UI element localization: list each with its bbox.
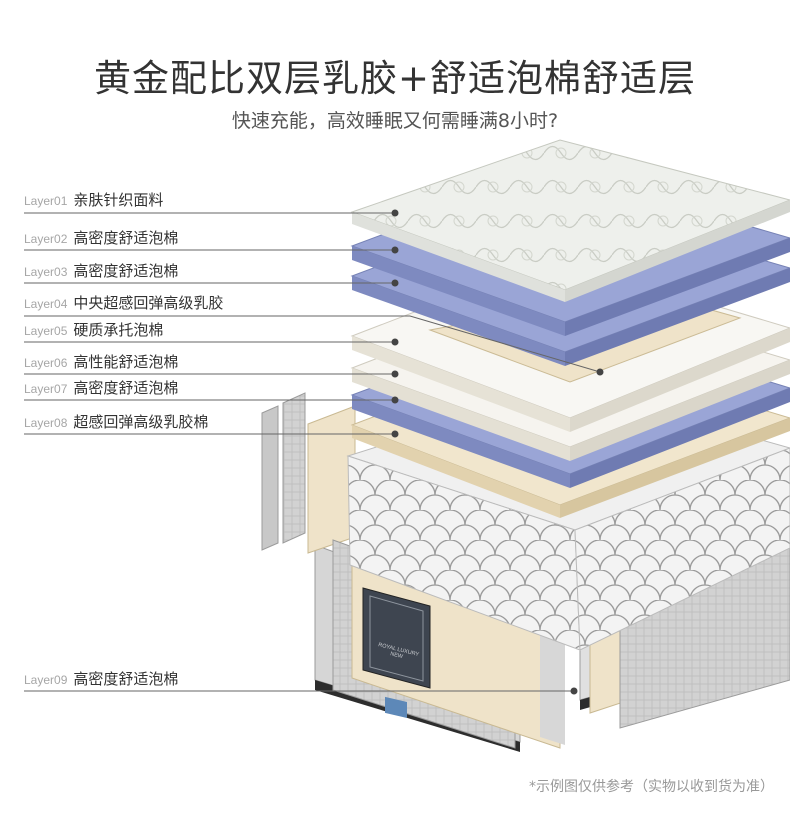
left-slab-1: [261, 405, 279, 551]
layer01-quilted-top: [350, 139, 790, 302]
layer-label-08: Layer08 超感回弹高级乳胶棉: [24, 413, 208, 432]
layer-label-02: Layer02 高密度舒适泡棉: [24, 229, 178, 248]
front-slab-inner: [540, 628, 565, 745]
layer-code: Layer09: [24, 673, 68, 687]
layer-code: Layer01: [24, 194, 68, 208]
layer-name: 超感回弹高级乳胶棉: [73, 413, 209, 431]
page-subtitle: 快速充能，高效睡眠又何需睡满8小时?: [231, 110, 559, 132]
layer-name: 中央超感回弹高级乳胶: [73, 294, 224, 312]
left-slab-2: [282, 392, 306, 544]
brand-logo-icon: [385, 696, 407, 718]
brand-badge: ROYAL LUXURY NEW: [362, 587, 431, 718]
layer-name: 高密度舒适泡棉: [73, 379, 179, 397]
layer-label-01: Layer01 亲肤针织面料: [24, 191, 163, 210]
layer-name: 亲肤针织面料: [73, 191, 164, 209]
disclaimer-footnote: *示例图仅供参考（实物以收到货为准）: [529, 779, 774, 795]
layer-label-04: Layer04 中央超感回弹高级乳胶: [24, 294, 223, 313]
layer-code: Layer08: [24, 416, 68, 430]
layer-label-05: Layer05 硬质承托泡棉: [24, 321, 163, 340]
layer-code: Layer03: [24, 265, 68, 279]
layer-code: Layer02: [24, 232, 68, 246]
page-title: 黄金配比双层乳胶+舒适泡棉舒适层: [93, 57, 696, 100]
layer-label-09: Layer09 高密度舒适泡棉: [24, 670, 178, 689]
layer-label-06: Layer06 高性能舒适泡棉: [24, 353, 178, 372]
layer-name: 硬质承托泡棉: [73, 321, 164, 339]
layer-name: 高密度舒适泡棉: [73, 229, 179, 247]
spring-core-right: [574, 447, 790, 651]
layer-code: Layer06: [24, 356, 68, 370]
layer-code: Layer04: [24, 297, 68, 311]
layer-code: Layer05: [24, 324, 68, 338]
layer-name: 高性能舒适泡棉: [73, 353, 179, 371]
badge-line2: NEW: [390, 651, 405, 660]
layer-name: 高密度舒适泡棉: [73, 262, 179, 280]
layer-label-07: Layer07 高密度舒适泡棉: [24, 379, 178, 398]
leader-lines: [24, 209, 604, 695]
layer-code: Layer07: [24, 382, 68, 396]
layer-label-03: Layer03 高密度舒适泡棉: [24, 262, 178, 281]
layer-name: 高密度舒适泡棉: [73, 670, 179, 688]
